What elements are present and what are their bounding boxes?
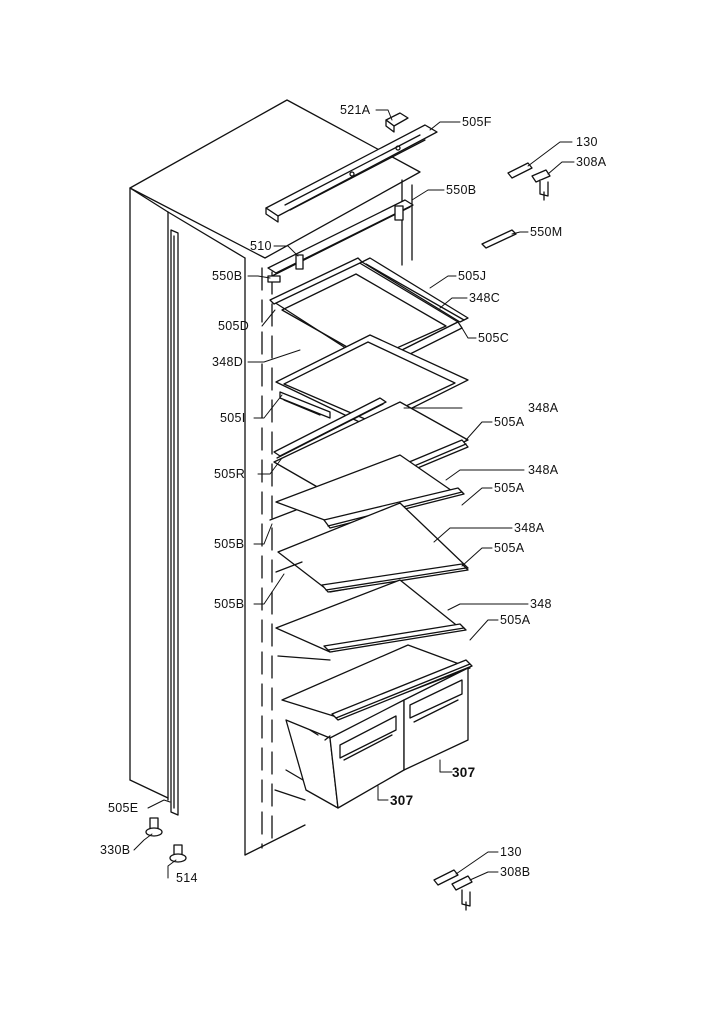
label-130-top: 130: [576, 135, 598, 149]
label-307-left: 307: [390, 793, 414, 808]
clip-521a: [386, 113, 408, 132]
label-348a-1: 348A: [528, 401, 559, 415]
label-505i: 505I: [220, 411, 246, 425]
label-348c: 348C: [469, 291, 501, 305]
label-505d: 505D: [218, 319, 250, 333]
label-505r: 505R: [214, 467, 246, 481]
cabinet-body: [130, 100, 420, 855]
part-550m: [482, 230, 516, 248]
hinge-130-top: [508, 163, 532, 178]
hinge-130-bottom: [434, 870, 458, 885]
label-510: 510: [250, 239, 272, 253]
upper-shelf-assembly: [270, 258, 468, 428]
label-308a: 308A: [576, 155, 607, 169]
label-505f: 505F: [462, 115, 492, 129]
label-348a-2: 348A: [528, 463, 559, 477]
label-521a: 521A: [340, 103, 371, 117]
label-505a-4: 505A: [500, 613, 531, 627]
foot-514: [169, 845, 187, 863]
label-505b-1: 505B: [214, 537, 245, 551]
foot-330b: [145, 818, 163, 837]
leader-lines: [134, 110, 574, 880]
hinge-308b: [452, 876, 472, 910]
label-505c: 505C: [478, 331, 510, 345]
label-307-right: 307: [452, 765, 476, 780]
crisper-cover: [282, 645, 472, 720]
label-514: 514: [176, 871, 198, 885]
label-505b-2: 505B: [214, 597, 245, 611]
rail-510: [268, 200, 413, 282]
label-505j: 505J: [458, 269, 487, 283]
label-308b: 308B: [500, 865, 531, 879]
glass-shelf-3: [276, 503, 468, 592]
glass-shelf-4: [276, 580, 466, 660]
label-550b-left: 550B: [212, 269, 243, 283]
label-505a-3: 505A: [494, 541, 525, 555]
crisper-drawers-307: [286, 668, 468, 808]
label-505e: 505E: [108, 801, 139, 815]
label-130-bottom: 130: [500, 845, 522, 859]
top-rail-505f: [266, 125, 437, 222]
label-348: 348: [530, 597, 552, 611]
hinge-308a: [532, 170, 550, 200]
label-550b-right: 550B: [446, 183, 477, 197]
label-348d: 348D: [212, 355, 244, 369]
label-348a-3: 348A: [514, 521, 545, 535]
label-505a-2: 505A: [494, 481, 525, 495]
label-505a-1: 505A: [494, 415, 525, 429]
label-550m: 550M: [530, 225, 563, 239]
label-330b: 330B: [100, 843, 131, 857]
